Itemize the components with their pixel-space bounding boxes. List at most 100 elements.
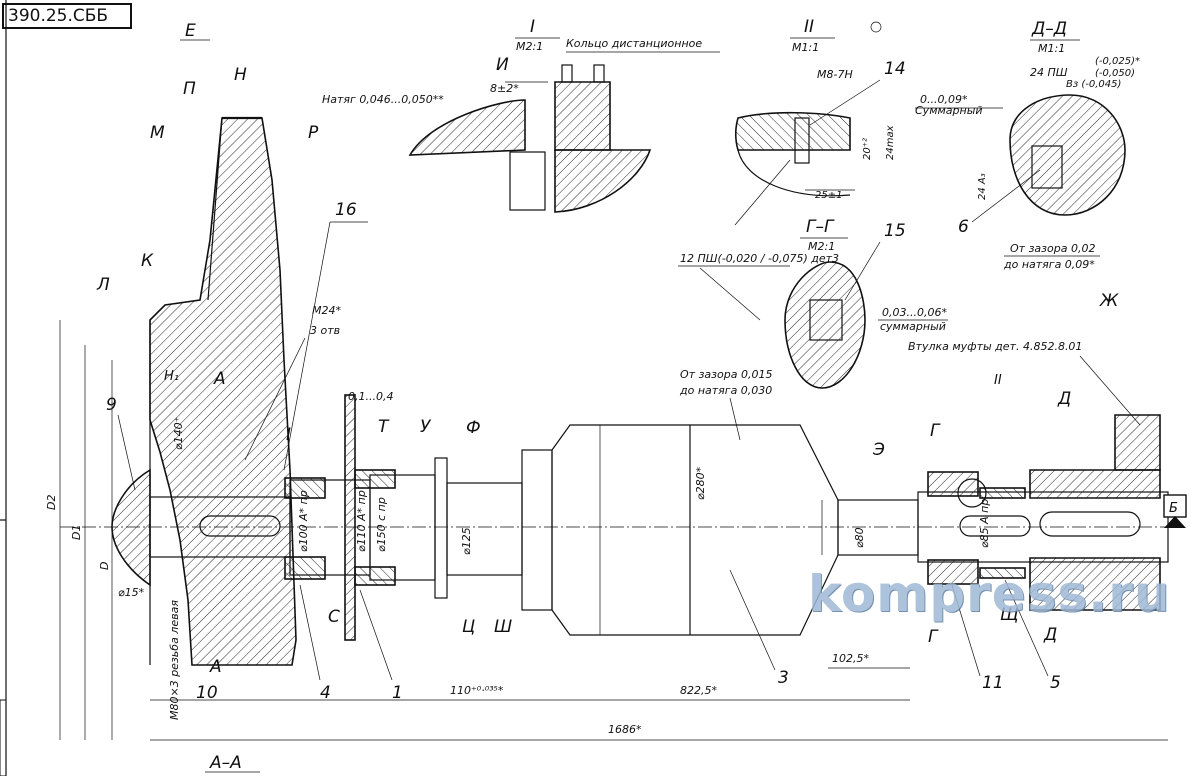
label-U: У [420,417,432,437]
watermark: kompress.ru [808,565,1171,623]
note-bushing: Втулка муфты дет. 4.852.8.01 [908,340,1082,353]
svg-text:М2:1: М2:1 [808,240,835,253]
svg-text:24 А₃: 24 А₃ [977,173,988,200]
svg-text:8±2*: 8±2* [490,82,519,95]
svg-text:И: И [496,55,509,75]
label-A-top: А [213,369,226,389]
part-15: 15 [884,221,906,241]
label-E2: Э [872,440,885,460]
svg-text:М1:1: М1:1 [792,41,819,54]
dim-d125: ⌀125 [460,527,473,555]
label-S: С [328,607,340,627]
note-gap-sum2: 0,03...0,06* [882,306,947,319]
part-9: 9 [106,395,117,415]
label-II-mark: II [994,373,1002,388]
dim-d140: ⌀140⁺ [172,416,185,450]
note-gap-total: 0...0,09* [920,93,968,106]
part-3: 3 [778,668,789,688]
dim-822: 822,5* [680,684,717,697]
label-A-bot: А [209,657,222,677]
svg-text:24max: 24max [885,125,896,160]
svg-text:25±1: 25±1 [815,190,842,201]
view-II: II М1:1 М8-7Н 14 20⁺² 24max 25±1 [734,17,906,226]
dim-D: D [98,562,111,570]
part-6: 6 [958,217,969,237]
impeller [149,116,297,666]
label-H1: Н₁ [164,369,179,384]
note-gap-range: От зазора 0,02 [1010,242,1095,255]
svg-text:(-0,050): (-0,050) [1095,68,1135,79]
svg-text:Г–Г: Г–Г [806,217,835,237]
note-gap-01: 0,1...0,4 [348,390,393,403]
part-1: 1 [392,683,403,703]
note-gap-range-to: до натяга 0,09* [1003,258,1095,271]
label-L: Л [96,275,110,295]
label-D-top: Д [1057,389,1071,409]
part-11: 11 [982,673,1004,693]
label-Sh: Ш [494,617,512,637]
svg-text:(-0,025)*: (-0,025)* [1095,56,1140,67]
note-shaft-gap: От зазора 0,015 [680,368,772,381]
svg-text:20⁺²: 20⁺² [862,138,873,160]
dim-102: 102,5* [832,652,869,665]
label-Zh: Ж [1099,291,1119,311]
note-interference: Натяг 0,046...0,050** [322,93,444,106]
label-K: К [141,251,154,271]
label-Shch: Щ [1000,605,1019,625]
svg-text:Б: Б [1169,501,1178,516]
dim-d280: ⌀280* [694,466,707,500]
dim-110: 110⁺⁰·⁰³⁵* [450,684,504,697]
svg-text:М1:1: М1:1 [1038,42,1065,55]
label-F: Ф [466,418,481,438]
nose-cone [111,468,151,587]
part-4: 4 [320,683,331,703]
dimension-lines [59,320,1168,741]
part-10: 10 [196,683,218,703]
dim-d15: ⌀15* [118,586,145,599]
svg-text:Кольцо дистанционное: Кольцо дистанционное [566,37,702,50]
label-G-top: Г [930,421,941,441]
label-I: I [286,425,291,445]
note-gap-total-label: Суммарный [915,104,983,117]
view-DD: Д–Д М1:1 24 ПШ (-0,025)* (-0,050) Вз (-0… [915,19,1140,271]
label-G-bot: Г [928,627,939,647]
dim-d85: ⌀85 А пр [978,499,991,548]
svg-text:24 ПШ: 24 ПШ [1030,66,1068,79]
svg-text:М8-7Н: М8-7Н [817,68,853,81]
label-M: М [150,123,165,143]
dim-D1: D1 [70,525,83,540]
label-Ts: Ц [462,617,475,637]
label-D-bot: Д [1043,625,1057,645]
label-T: Т [378,417,390,437]
note-key-fit: 12 ПШ(-0,020 / -0,075) дет3 [680,252,839,265]
part-5: 5 [1050,673,1061,693]
label-R: Р [308,123,319,143]
dim-d80: ⌀80 [853,527,866,548]
svg-text:I: I [530,17,535,37]
svg-text:Вз (-0,045): Вз (-0,045) [1066,79,1121,90]
label-P: П [183,79,196,99]
svg-text:Д–Д: Д–Д [1031,19,1067,39]
dim-D2: D2 [45,495,58,510]
hub-sleeves [284,394,396,641]
part-16: 16 [335,200,357,220]
note-shaft-gap-to: до натяга 0,030 [679,384,772,397]
coupling [927,414,1161,611]
label-E: Е [185,21,196,41]
view-I: I М2:1 Кольцо дистанционное И 8±2* Натяг… [322,17,720,213]
dim-d100: ⌀100 А* пр [297,490,310,552]
dim-1686: 1686* [608,723,642,736]
dim-d150: ⌀150 с пр [375,497,388,552]
datum-B: Б [1163,494,1187,528]
note-gap-sum2-label: суммарный [880,320,946,333]
note-m24: М24* [312,304,341,317]
note-m24-count: 3 отв [310,324,340,337]
label-H: Н [234,65,247,85]
svg-text:А–А: А–А [209,753,242,773]
part-14: 14 [884,59,906,79]
view-AA: А–А [205,753,260,773]
svg-text:М2:1: М2:1 [516,40,543,53]
part-numbers: 16 9 10 4 1 3 11 5 [106,200,1061,703]
view-GG: Г–Г М2:1 15 12 ПШ(-0,020 / -0,075) дет3 … [678,217,948,389]
